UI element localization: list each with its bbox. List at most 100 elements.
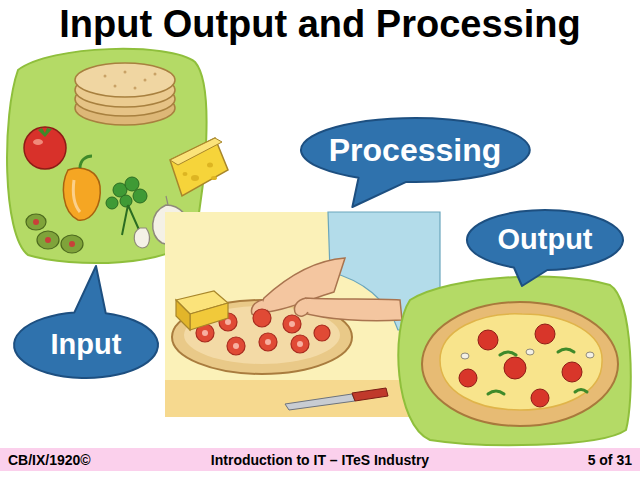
- ingredients-picture: [207, 163, 213, 168]
- callout-bubble: Input: [14, 312, 158, 378]
- processing-picture: [253, 309, 271, 327]
- pizza-picture: [575, 390, 587, 393]
- ingredients-picture: [183, 172, 188, 176]
- processing-picture: [165, 380, 440, 417]
- ingredients-picture: [26, 214, 46, 230]
- ingredients-picture: [170, 138, 228, 196]
- ingredients-picture: [33, 139, 43, 145]
- callout-label: Input: [51, 328, 122, 361]
- pizza-picture: [562, 362, 582, 382]
- ingredients-picture: [114, 85, 117, 88]
- pizza-picture: [459, 324, 582, 407]
- pizza-picture: [500, 352, 516, 355]
- footer-bar: [0, 448, 640, 471]
- pizza-picture: [478, 330, 498, 350]
- processing-picture: [265, 339, 271, 345]
- ingredients-picture: [104, 71, 157, 90]
- ingredients-picture: [80, 156, 92, 168]
- ingredients-picture: [106, 197, 118, 209]
- pizza-picture: [461, 353, 469, 359]
- bubble-outline: [14, 266, 158, 378]
- footer-course-box: Introduction to IT – ITeS Industry: [0, 448, 640, 471]
- ingredients-picture: [125, 177, 139, 191]
- pizza-picture: [459, 369, 477, 387]
- ingredients-picture: [134, 228, 149, 248]
- pizza-picture: [398, 277, 630, 446]
- processing-picture: [289, 321, 295, 327]
- ingredients-picture: [45, 237, 51, 243]
- ingredients-picture: [33, 219, 39, 225]
- pizza-picture: [526, 349, 534, 355]
- ingredients-picture: [106, 177, 147, 209]
- processing-picture: [285, 394, 355, 410]
- ingredients-picture: [24, 127, 66, 169]
- pizza-picture: [558, 349, 574, 352]
- ingredients-picture: [75, 63, 175, 97]
- pizza-picture: [488, 391, 504, 394]
- pizza-picture: [398, 277, 630, 446]
- processing-picture: [202, 319, 303, 349]
- slide-title: Input Output and Processing: [59, 2, 580, 48]
- ingredients-picture: [124, 71, 127, 74]
- callout-label: Output: [497, 223, 592, 256]
- bubble-text: Output: [497, 223, 592, 256]
- processing-picture: [294, 298, 308, 316]
- ingredients-picture: [183, 163, 218, 182]
- pizza-picture: [422, 302, 618, 426]
- pizza-picture: [535, 324, 555, 344]
- processing-picture: [352, 388, 388, 401]
- ingredients-picture: [38, 128, 52, 137]
- processing-picture: [291, 335, 309, 353]
- ingredients-picture: [134, 87, 137, 90]
- callout-bubble: Processing: [301, 118, 530, 182]
- callout-label: Processing: [329, 132, 502, 169]
- ingredients-picture: [73, 180, 80, 212]
- ingredients-picture: [75, 63, 175, 125]
- footer-code: CB/IX/1920©: [8, 452, 91, 468]
- processing-picture: [202, 330, 208, 336]
- processing-picture: [297, 341, 303, 347]
- pizza-picture: [531, 389, 549, 407]
- ingredients-picture: [104, 75, 107, 78]
- pizza-picture: [461, 349, 594, 359]
- processing-picture: [190, 303, 228, 330]
- processing-picture: [165, 212, 440, 417]
- pizza-picture: [504, 357, 526, 379]
- ingredients-picture: [33, 219, 75, 247]
- ingredients-picture: [69, 241, 75, 247]
- processing-picture: [233, 343, 239, 349]
- bubble-outline: [467, 210, 623, 286]
- footer-course: Introduction to IT – ITeS Industry: [211, 452, 429, 468]
- processing-picture: [314, 325, 330, 341]
- callout-bubble: Output: [467, 210, 623, 270]
- ingredients-picture: [26, 214, 83, 253]
- ingredients-picture: [211, 176, 217, 180]
- bubble-text: Processing: [329, 132, 502, 169]
- processing-picture: [165, 212, 440, 417]
- ingredients-picture: [37, 231, 59, 249]
- pizza-picture: [440, 314, 602, 410]
- pizza-picture: [488, 349, 587, 394]
- title-box: Input Output and Processing: [0, 2, 640, 48]
- processing-picture: [176, 300, 190, 330]
- ingredients-picture: [144, 79, 147, 82]
- footer-bar: [0, 448, 640, 471]
- ingredients-picture: [170, 138, 222, 165]
- processing-picture: [259, 333, 277, 351]
- bubble-text: Input: [51, 328, 122, 361]
- processing-picture: [227, 337, 245, 355]
- page-number: 5 of 31: [588, 452, 632, 468]
- processing-picture: [300, 298, 402, 321]
- processing-picture: [225, 319, 231, 325]
- ingredients-picture: [120, 195, 132, 207]
- page-number-box: 5 of 31: [0, 448, 640, 471]
- ingredients-picture: [133, 189, 147, 203]
- pizza-picture: [586, 352, 594, 358]
- ingredients-picture: [61, 235, 83, 253]
- ingredients-picture: [191, 175, 199, 181]
- ingredients-picture: [63, 168, 100, 220]
- ingredients-picture: [154, 73, 157, 76]
- bubble-outline: [301, 118, 530, 207]
- processing-picture: [283, 315, 301, 333]
